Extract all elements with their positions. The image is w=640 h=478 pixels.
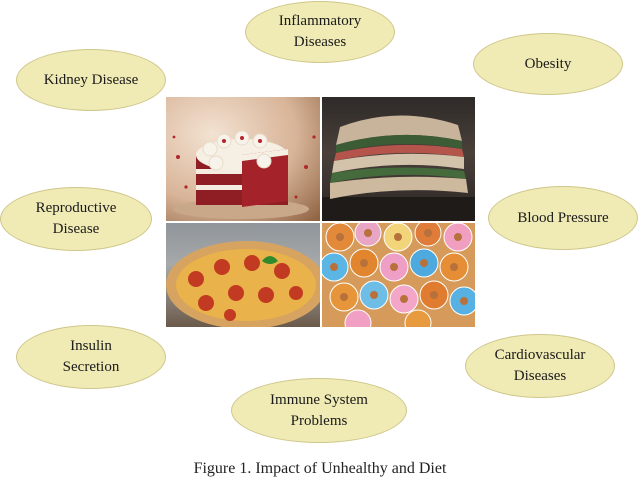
figure-caption: Figure 1. Impact of Unhealthy and Diet (193, 460, 447, 477)
node-cardiovascular-diseases: Cardiovascular Diseases (465, 334, 615, 398)
node-insulin-secretion: Insulin Secretion (16, 325, 166, 389)
node-label: Kidney Disease (43, 71, 139, 88)
node-label: Blood Pressure (517, 209, 609, 226)
node-label: Immune System Problems (270, 391, 368, 429)
cake-illustration (172, 130, 316, 219)
sandwich-photo (322, 97, 475, 221)
pizza-photo (166, 223, 320, 327)
node-label: Obesity (524, 55, 572, 72)
node-kidney-disease: Kidney Disease (16, 49, 166, 111)
pizza-illustration (166, 241, 320, 327)
food-photo-collage (166, 97, 475, 327)
node-reproductive-disease: Reproductive Disease (0, 187, 152, 251)
node-inflammatory-diseases: Inflammatory Diseases (245, 1, 395, 63)
node-label: Reproductive Disease (35, 200, 117, 237)
donuts-photo (322, 223, 475, 327)
cake-photo (166, 97, 320, 221)
sandwich-illustration (322, 115, 475, 221)
node-obesity: Obesity (473, 33, 623, 95)
node-label: Insulin Secretion (62, 338, 120, 375)
donuts-illustration (322, 223, 475, 327)
node-label: Inflammatory Diseases (278, 13, 362, 50)
node-immune-system-problems: Immune System Problems (231, 378, 407, 443)
node-label: Cardiovascular Diseases (494, 347, 586, 384)
node-blood-pressure: Blood Pressure (488, 186, 638, 250)
